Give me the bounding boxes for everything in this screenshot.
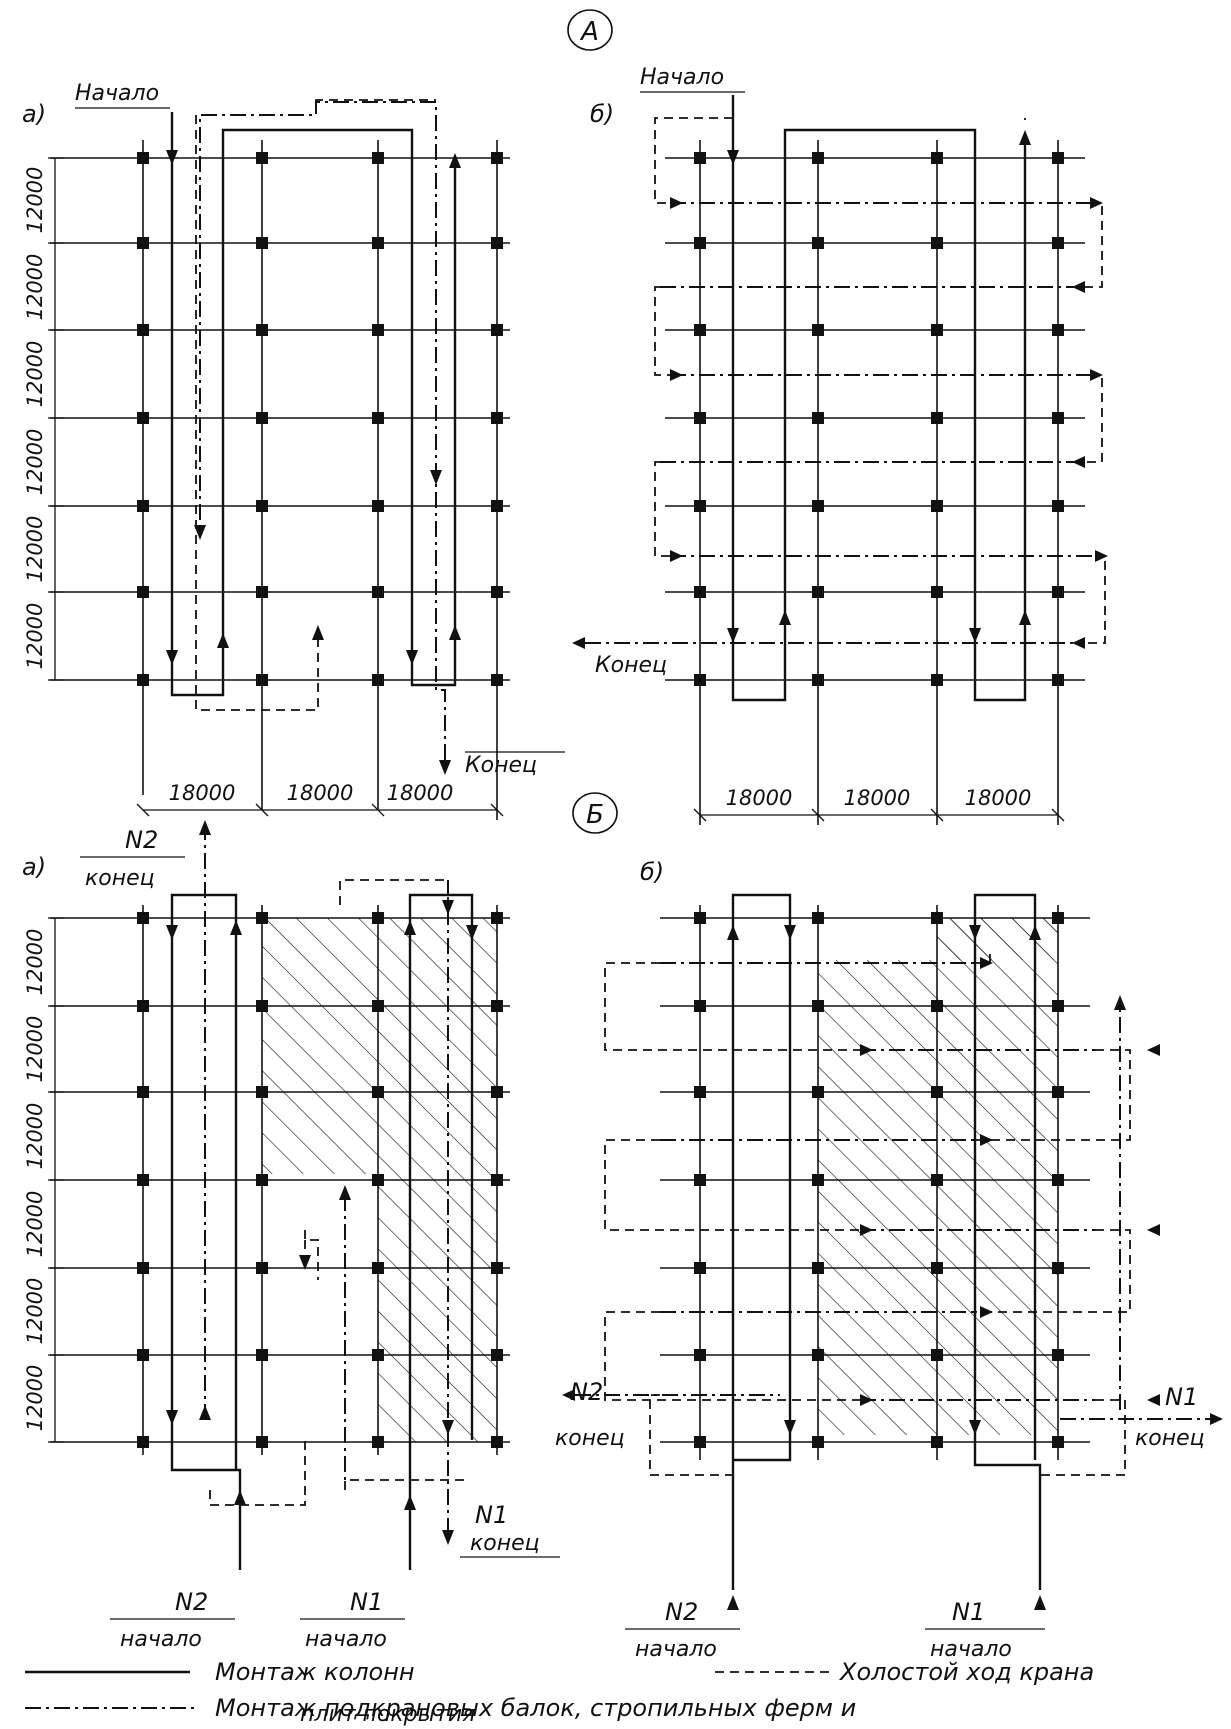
panel-a2-n1-end: N1 [475,1501,508,1529]
panel-b2-start-n1: начало [930,1637,1012,1662]
arrows-a1 [166,150,461,775]
grid-b1 [665,140,1085,825]
columns-b1 [694,152,1064,686]
panel-b1-end-label: Конец [595,653,667,678]
panel-a1-letter: а) [22,100,46,128]
svg-text:18000: 18000 [387,781,454,805]
svg-text:12000: 12000 [23,1365,47,1432]
svg-text:18000: 18000 [169,781,236,805]
hatched-zone-upper [818,918,1058,1180]
svg-text:12000: 12000 [23,929,47,996]
section-a-label: А [579,17,599,47]
svg-text:12000: 12000 [23,603,47,670]
columns-a2 [137,912,503,1448]
section-a-marker: А [567,9,613,51]
legend: Монтаж колонн Холостой ход крана Монтаж … [25,1658,1094,1722]
panel-b2-n1-bottom: N1 [952,1598,985,1626]
svg-text:12000: 12000 [23,429,47,496]
section-b-marker: Б [572,792,618,834]
hatched-zone-lower [378,1174,497,1442]
arrows-b2 [562,925,1223,1610]
panel-a-scheme-b: б) Начало [572,65,1108,825]
vertical-dimensions-a1: 12000 12000 12000 12000 12000 12000 [23,157,64,681]
panel-a2-n2-top: N2 [125,826,158,854]
panel-a2-end-n2: конец [85,866,155,891]
section-b-label: Б [586,800,604,830]
svg-text:12000: 12000 [23,1191,47,1258]
panel-b2-start-n2: начало [635,1637,717,1662]
legend-line2-container: плит покрытия [300,1700,900,1729]
arrows-b1 [572,130,1108,649]
panel-b-scheme-b: б) [555,858,1223,1662]
columns-b2 [694,912,1064,1448]
panel-a-scheme-a: а) Начало [22,81,565,820]
vertical-dimensions-a2: 12000 12000 12000 12000 12000 12000 [23,917,64,1443]
hatched-zone-upper [262,918,497,1174]
panel-b2-end-n1: конец [1135,1426,1205,1451]
beam-erection-route-b2 [575,962,1121,1410]
grid-a1 [50,140,510,820]
panel-b2-n1-end: N1 [1165,1383,1198,1411]
legend-beams-label-1: Монтаж подкрановых балок, стропильных фе… [215,1694,856,1722]
svg-text:18000: 18000 [287,781,354,805]
panel-b-scheme-a: а) N2 конец [22,820,560,1652]
svg-text:12000: 12000 [23,1103,47,1170]
column-erection-route-a1 [170,112,457,697]
legend-beams-label-2: плит покрытия [300,1702,476,1727]
column-erection-route-b1 [731,95,1027,702]
panel-a2-start-n1: начало [305,1627,387,1652]
panel-b2-end-n2: конец [555,1426,625,1451]
panel-b2-n2-end: N2 [570,1378,603,1406]
horizontal-dimensions-b1: 18000 18000 18000 [693,786,1065,822]
panel-a2-start-n2: начало [120,1627,202,1652]
columns-a1 [137,152,503,686]
panel-a2-letter: а) [22,853,46,881]
idle-travel-a1 [195,99,436,711]
svg-text:18000: 18000 [726,786,793,810]
panel-a2-n2-bottom: N2 [175,1588,208,1616]
panel-a1-end-label: Конец [465,753,537,778]
panel-b1-start-label: Начало [640,65,724,90]
idle-travel-b1 [654,117,1106,644]
svg-text:12000: 12000 [23,516,47,583]
panel-b2-letter: б) [640,858,664,886]
legend-columns-label: Монтаж колонн [215,1658,415,1686]
svg-text:12000: 12000 [23,254,47,321]
panel-a2-n1-bottom: N1 [350,1588,383,1616]
panel-b1-letter: б) [590,100,614,128]
svg-text:12000: 12000 [23,1278,47,1345]
hatched-zone-lower [818,1180,1058,1435]
beam-erection-route-a1 [199,101,446,760]
horizontal-dimensions-a1: 18000 18000 18000 [136,781,504,817]
column-erection-route-a2 [170,893,474,1570]
beam-erection-route-b1 [585,202,1095,644]
svg-text:12000: 12000 [23,341,47,408]
svg-text:18000: 18000 [965,786,1032,810]
svg-text:12000: 12000 [23,1016,47,1083]
arrows-a2 [166,820,478,1545]
svg-text:18000: 18000 [844,786,911,810]
panel-a1-start-label: Начало [75,81,159,106]
legend-idle-label: Холостой ход крана [838,1658,1094,1686]
beam-erection-route-a2 [204,822,449,1530]
panel-a2-end-n1: конец [470,1531,540,1556]
svg-text:12000: 12000 [23,167,47,234]
panel-b2-n2-bottom: N2 [665,1598,698,1626]
